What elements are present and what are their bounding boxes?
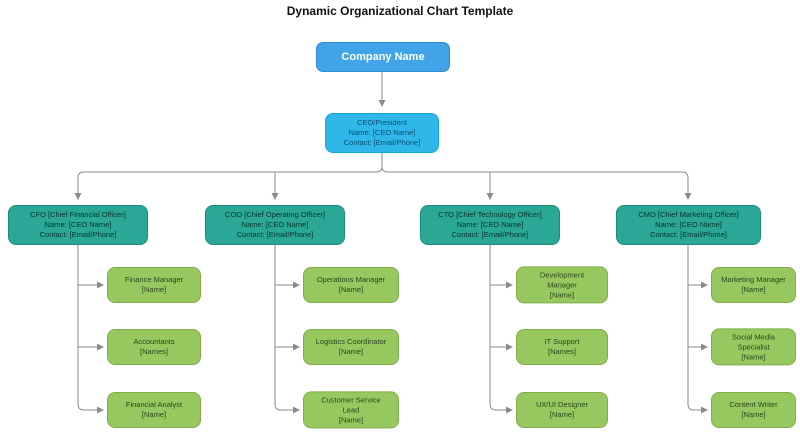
- node-marketing-manager[interactable]: Marketing Manager [Name]: [711, 267, 796, 303]
- exec-name: Name: [CEO Name]: [44, 219, 112, 229]
- ceo-name: Name: [CEO Name]: [348, 127, 416, 137]
- node-development-manager[interactable]: Development Manager [Name]: [516, 266, 608, 304]
- report-holder: [Name]: [141, 410, 167, 419]
- report-holder: [Name]: [741, 285, 766, 294]
- report-role: Marketing Manager: [721, 275, 786, 285]
- report-role: Finance Manager: [124, 275, 184, 285]
- report-role: UX/UI Designer: [535, 400, 589, 410]
- node-ceo[interactable]: CEO/President Name: [CEO Name] Contact: …: [325, 113, 439, 153]
- report-holder: [Name]: [741, 351, 766, 361]
- report-role: Customer Service Lead: [321, 395, 381, 415]
- exec-contact: Contact: [Email/Phone]: [650, 230, 727, 240]
- exec-contact: Contact: [Email/Phone]: [451, 230, 529, 240]
- ceo-contact: Contact: [Email/Phone]: [343, 138, 421, 148]
- node-it-support[interactable]: IT Support [Names]: [516, 329, 608, 365]
- node-operations-manager[interactable]: Operations Manager [Name]: [303, 267, 399, 303]
- report-role: Development Manager: [539, 270, 585, 290]
- company-label: Company Name: [341, 51, 425, 63]
- report-holder: [Name]: [549, 289, 575, 299]
- node-cto[interactable]: CTO [Chief Technology Officer] Name: [CE…: [420, 205, 560, 245]
- exec-title: CTO [Chief Technology Officer]: [438, 209, 542, 219]
- node-company[interactable]: Company Name: [316, 42, 450, 72]
- node-cfo[interactable]: CFO [Chief Financial Officer] Name: [CEO…: [8, 205, 148, 245]
- report-role: Financial Analyst: [125, 400, 183, 410]
- node-accountants[interactable]: Accountants [Names]: [107, 329, 201, 365]
- report-role: Content Writer: [729, 400, 778, 410]
- ceo-title: CEO/President: [356, 117, 408, 127]
- node-cmo[interactable]: CMO [Chief Marketing Officer] Name: [CEO…: [616, 205, 761, 245]
- node-ux-ui-designer[interactable]: UX/UI Designer [Name]: [516, 392, 608, 428]
- exec-title: CFO [Chief Financial Officer]: [30, 209, 126, 219]
- report-holder: [Name]: [338, 414, 364, 424]
- report-holder: [Name]: [338, 285, 364, 294]
- report-holder: [Name]: [338, 347, 364, 356]
- node-content-writer[interactable]: Content Writer [Name]: [711, 392, 796, 428]
- node-logistics-coordinator[interactable]: Logistics Coordinator [Name]: [303, 329, 399, 365]
- exec-contact: Contact: [Email/Phone]: [236, 230, 314, 240]
- exec-contact: Contact: [Email/Phone]: [39, 230, 117, 240]
- node-financial-analyst[interactable]: Financial Analyst [Name]: [107, 392, 201, 428]
- report-holder: [Names]: [548, 347, 576, 356]
- report-role: Logistics Coordinator: [315, 337, 387, 347]
- report-role: IT Support: [544, 337, 580, 347]
- report-holder: [Name]: [549, 410, 575, 419]
- node-customer-service-lead[interactable]: Customer Service Lead [Name]: [303, 391, 399, 429]
- page-title: Dynamic Organizational Chart Template: [286, 4, 514, 18]
- node-social-media-specialist[interactable]: Social Media Specialist [Name]: [711, 328, 796, 366]
- node-finance-manager[interactable]: Finance Manager [Name]: [107, 267, 201, 303]
- exec-title: COO [Chief Operating Officer]: [225, 209, 325, 219]
- report-role: Operations Manager: [316, 275, 386, 285]
- exec-name: Name: [CEO Name]: [456, 219, 524, 229]
- report-holder: [Name]: [741, 410, 766, 419]
- node-coo[interactable]: COO [Chief Operating Officer] Name: [CEO…: [205, 205, 345, 245]
- exec-name: Name: [CEO Name]: [241, 219, 309, 229]
- report-role: Social Media Specialist: [732, 332, 775, 352]
- exec-title: CMO [Chief Marketing Officer]: [638, 209, 739, 219]
- exec-name: Name: [CEO Name]: [655, 219, 722, 229]
- report-holder: [Name]: [141, 285, 167, 294]
- report-role: Accountants: [133, 337, 175, 347]
- report-holder: [Names]: [140, 347, 168, 356]
